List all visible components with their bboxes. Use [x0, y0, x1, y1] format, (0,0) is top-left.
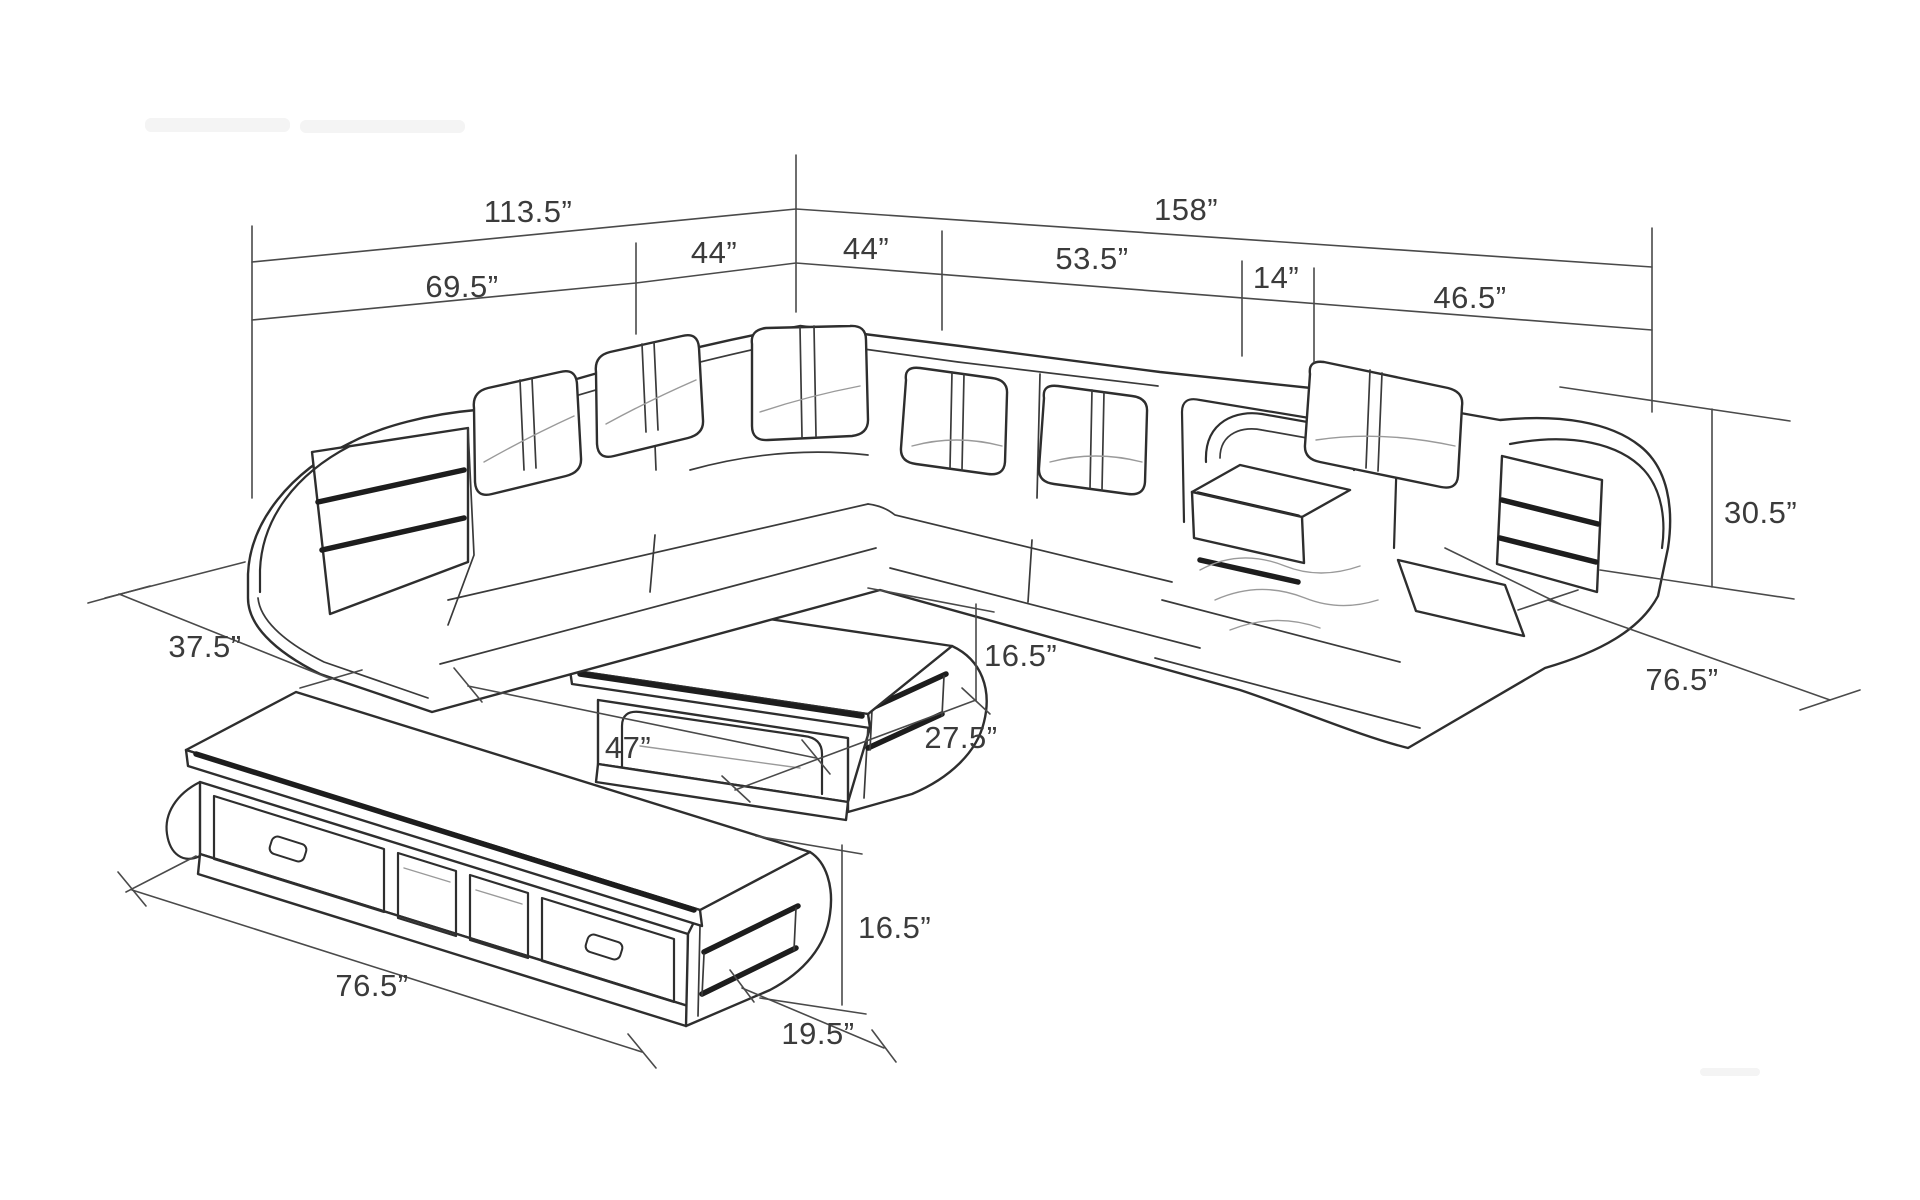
- dim-tick-tv-depth-1: [729, 969, 755, 1003]
- label-coffee-table-height: 16.5”: [984, 638, 1057, 673]
- coffee-table-arch-opening: [620, 710, 824, 796]
- label-sofa-height: 30.5”: [1724, 495, 1797, 530]
- dim-tick-ct-length-2: [801, 739, 831, 775]
- tv-stand-cubby-2: [468, 873, 530, 960]
- sofa-right-arm-shelf-1: [1499, 497, 1601, 527]
- dim-line-tv-length: [131, 889, 643, 1053]
- sofa-left-arm-shelf-2: [319, 515, 467, 553]
- dim-line-sofa-overall: [251, 208, 1653, 268]
- tv-stand-shelf-supports: [701, 907, 797, 997]
- label-tv-stand-length: 76.5”: [335, 968, 408, 1003]
- coffee-table-top-accent-edge: [577, 671, 865, 719]
- sofa-corner-seat-line: [689, 451, 869, 471]
- label-sofa-corner-right: 44”: [843, 231, 889, 266]
- sofa-right-arm-inner-curve: [1508, 438, 1665, 550]
- dim-tick-depth-left-2: [299, 669, 363, 689]
- sofa-left-seat-front-edge: [447, 503, 869, 601]
- label-sofa-left-section: 69.5”: [425, 269, 498, 304]
- dim-tick-tv-depth-2: [871, 1029, 897, 1063]
- coffee-table-shelf-1: [869, 671, 949, 711]
- label-sofa-depth-right: 76.5”: [1645, 662, 1718, 697]
- sofa-left-arm-shelf-1: [315, 467, 467, 505]
- coffee-table-arm-inner-edge: [863, 725, 869, 799]
- label-sofa-right-section: 53.5”: [1055, 241, 1128, 276]
- tv-stand-arm-inner-edge: [697, 925, 701, 1017]
- tv-stand-drawer-left-handle: [268, 835, 308, 863]
- dim-tick-tv-height-bottom: [759, 997, 867, 1015]
- dim-tick-tv-height-top: [755, 835, 863, 855]
- tv-stand-shelf-2: [699, 945, 799, 997]
- tv-stand-drawer-left: [212, 794, 386, 914]
- dim-tick-ct-depth-2: [961, 687, 991, 715]
- sofa-pillow-left-2: [594, 334, 705, 458]
- label-tv-stand-height: 16.5”: [858, 910, 931, 945]
- label-sofa-overall-right: 158”: [1154, 192, 1218, 227]
- dim-line-ct-depth: [734, 699, 977, 791]
- sofa-left-plinth-step: [257, 597, 429, 699]
- sofa-right-seat-front-edge: [867, 503, 1173, 583]
- sofa-left-arm-shelf-box: [310, 426, 470, 616]
- label-coffee-table-depth: 27.5”: [924, 720, 997, 755]
- tv-stand-cubby-1: [396, 851, 458, 938]
- dimension-labels: 113.5” 158” 69.5” 44” 44” 53.5” 14” 46.5…: [168, 192, 1797, 1051]
- sectional-sofa-drawing: [246, 324, 1672, 750]
- sofa-left-seat-step: [439, 547, 877, 665]
- dim-tick-ct-length-1: [453, 667, 483, 703]
- coffee-table-plinth: [594, 762, 850, 822]
- tv-stand-shelf-1: [701, 903, 801, 955]
- dim-line-depth-right: [1547, 599, 1831, 701]
- dim-tick-height-top: [1559, 386, 1791, 422]
- dim-ext-depth-left: [104, 561, 246, 599]
- label-sofa-overall-left: 113.5”: [484, 194, 573, 229]
- label-sofa-corner-left: 44”: [691, 235, 737, 270]
- dim-line-depth-left: [118, 593, 332, 680]
- coffee-table-shelf-supports: [869, 675, 945, 751]
- sofa-pillow-left-1: [472, 370, 583, 496]
- label-sofa-chaise: 46.5”: [1433, 280, 1506, 315]
- dim-tick-height-bottom: [1599, 569, 1795, 600]
- dim-line-tv-depth: [741, 987, 885, 1049]
- dim-ext-tv-length: [125, 855, 197, 893]
- dim-tick-depth-right-1: [1517, 589, 1579, 611]
- sofa-chaise-side-panel: [1396, 558, 1526, 638]
- label-sofa-depth-left: 37.5”: [168, 629, 241, 664]
- label-tv-stand-depth: 19.5”: [781, 1016, 854, 1051]
- sofa-chaise-wrinkles: [1199, 557, 1379, 631]
- tv-stand-drawer-right-handle: [584, 933, 624, 961]
- dim-tick-ct-height-top: [867, 587, 995, 613]
- sofa-chaise-seat-front-edge: [1161, 599, 1401, 663]
- watermark-smudge: [145, 118, 1760, 1076]
- dim-tick-depth-right-2: [1799, 689, 1861, 711]
- sofa-pillow-right-1: [899, 366, 1009, 476]
- label-sofa-console: 14”: [1253, 260, 1299, 295]
- dim-tick-tv-length-2: [627, 1033, 657, 1069]
- sofa-pillow-right-2: [1037, 384, 1149, 496]
- sofa-right-seat-split: [1027, 539, 1033, 603]
- label-coffee-table-length: 47”: [605, 730, 651, 765]
- tv-stand-drawer-right: [540, 896, 676, 1004]
- tv-stand-cubby-2-shadow: [475, 889, 523, 905]
- sofa-left-arm-seat-edge: [447, 427, 475, 626]
- tv-stand-cubby-1-shadow: [403, 867, 451, 883]
- coffee-table-shelf-2: [865, 711, 945, 751]
- sofa-pillow-corner: [750, 324, 870, 442]
- dim-tick-ct-depth-1: [721, 775, 751, 803]
- sofa-pillow-chaise: [1303, 360, 1464, 489]
- coffee-table-arch-shadow: [639, 745, 801, 769]
- tv-stand-top-accent-edge: [193, 751, 697, 913]
- coffee-table-right-arm: [846, 644, 988, 814]
- tv-stand-drawing: [165, 690, 833, 1028]
- sofa-right-backrest-split: [1036, 373, 1041, 499]
- tv-stand-left-cap: [165, 780, 202, 860]
- dim-line-sofa-sections: [251, 262, 1653, 331]
- dim-ext-depth-right: [1444, 547, 1561, 605]
- sofa-right-arm-shelf-2: [1497, 535, 1599, 565]
- sofa-left-seat-split: [649, 534, 656, 593]
- sofa-right-seat-step: [889, 567, 1201, 649]
- dimension-lines: [87, 154, 1861, 1069]
- dim-line-ct-length: [467, 685, 817, 759]
- sofa-left-arm-front-curve: [258, 444, 352, 594]
- sofa-chaise-seat-step: [1154, 657, 1421, 729]
